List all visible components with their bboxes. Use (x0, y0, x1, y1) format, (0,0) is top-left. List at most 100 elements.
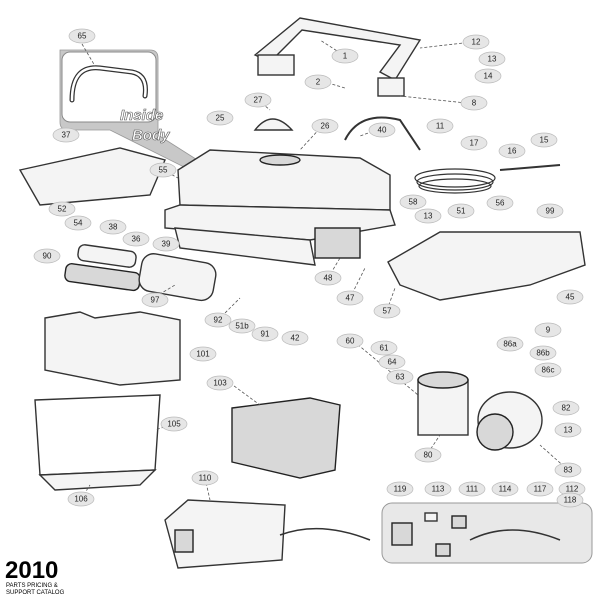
callout-inside-text: Inside (120, 107, 163, 124)
part-label: 25 (206, 110, 234, 126)
svg-text:40: 40 (378, 126, 387, 135)
side-plate-left-part (18, 147, 166, 206)
svg-text:64: 64 (388, 358, 397, 367)
svg-text:48: 48 (324, 274, 333, 283)
part-label: 114 (491, 481, 519, 497)
catalog-badge: 2010 PARTS PRICING & SUPPORT CATALOG (5, 557, 65, 596)
part-label: 118 (556, 492, 584, 508)
part-label: 48 (314, 270, 342, 286)
part-label: 112 (558, 481, 586, 497)
svg-text:37: 37 (62, 131, 71, 140)
svg-text:38: 38 (109, 223, 118, 232)
svg-text:36: 36 (132, 235, 141, 244)
part-label: 105 (160, 416, 188, 432)
svg-text:26: 26 (321, 122, 330, 131)
handle-part (253, 17, 422, 97)
part-label: 37 (52, 127, 80, 143)
part-label: 26 (311, 118, 339, 134)
svg-text:80: 80 (424, 451, 433, 460)
svg-text:45: 45 (566, 293, 575, 302)
brush-parts (64, 244, 217, 302)
svg-text:56: 56 (496, 199, 505, 208)
svg-text:106: 106 (74, 495, 88, 504)
svg-text:27: 27 (254, 96, 263, 105)
svg-text:13: 13 (424, 212, 433, 221)
part-label: 1 (331, 48, 359, 64)
part-label: 57 (373, 303, 401, 319)
part-label: 40 (368, 122, 396, 138)
catalog-subtitle-line2: SUPPORT CATALOG (6, 590, 65, 596)
part-label: 113 (424, 481, 452, 497)
svg-text:86a: 86a (503, 340, 517, 349)
svg-text:39: 39 (162, 240, 171, 249)
part-label: 56 (486, 195, 514, 211)
part-label: 111 (458, 481, 486, 497)
catalog-year: 2010 (5, 557, 58, 584)
svg-text:63: 63 (396, 373, 405, 382)
catalog-subtitle-line1: PARTS PRICING & (6, 583, 58, 589)
part-label: 60 (336, 333, 364, 349)
power-cord-part (344, 116, 561, 194)
accessory-panel (381, 502, 593, 564)
part-label: 83 (554, 462, 582, 478)
svg-text:12: 12 (472, 38, 481, 47)
part-label: 80 (414, 447, 442, 463)
svg-text:65: 65 (78, 32, 87, 41)
svg-text:58: 58 (409, 198, 418, 207)
part-label: 101 (189, 346, 217, 362)
part-label: 27 (244, 92, 272, 108)
part-label: 106 (67, 491, 95, 507)
filter-basket-part (231, 397, 341, 479)
part-label: 86c (534, 362, 562, 378)
svg-text:105: 105 (167, 420, 181, 429)
part-label: 51b (228, 318, 256, 334)
part-label: 12 (462, 34, 490, 50)
track-assembly-right-part (387, 231, 586, 301)
svg-text:14: 14 (484, 72, 493, 81)
svg-text:91: 91 (261, 330, 270, 339)
part-label: 51 (447, 203, 475, 219)
part-label: 86a (496, 336, 524, 352)
svg-text:2: 2 (316, 78, 321, 87)
part-label: 45 (556, 289, 584, 305)
motor-body-part (164, 149, 396, 266)
svg-text:61: 61 (380, 344, 389, 353)
svg-text:8: 8 (472, 99, 477, 108)
svg-text:82: 82 (562, 404, 571, 413)
part-label: 47 (336, 290, 364, 306)
power-supply-part (164, 499, 371, 569)
svg-text:55: 55 (159, 166, 168, 175)
svg-text:13: 13 (564, 426, 573, 435)
svg-text:54: 54 (74, 219, 83, 228)
svg-text:114: 114 (499, 485, 512, 494)
drive-motor-part (417, 371, 543, 451)
svg-text:99: 99 (546, 207, 555, 216)
part-label: 13 (554, 422, 582, 438)
part-label: 52 (48, 201, 76, 217)
part-label: 61 (370, 340, 398, 356)
svg-text:57: 57 (383, 307, 392, 316)
part-label: 36 (122, 231, 150, 247)
part-label: 8 (460, 95, 488, 111)
part-labels: 65 1 12 13 14 2 8 27 25 37 26 40 11 17 1… (33, 28, 586, 508)
svg-text:25: 25 (216, 114, 225, 123)
part-label: 65 (68, 28, 96, 44)
svg-text:51: 51 (457, 207, 466, 216)
part-label: 54 (64, 215, 92, 231)
svg-text:119: 119 (394, 485, 407, 494)
svg-text:15: 15 (540, 136, 549, 145)
part-label: 86b (529, 345, 557, 361)
part-label: 13 (414, 208, 442, 224)
svg-text:52: 52 (58, 205, 67, 214)
part-label: 92 (204, 312, 232, 328)
part-label: 103 (206, 375, 234, 391)
part-label: 110 (191, 470, 219, 486)
svg-text:16: 16 (508, 147, 517, 156)
part-label: 2 (304, 74, 332, 90)
svg-text:1: 1 (343, 52, 348, 61)
svg-text:47: 47 (346, 294, 355, 303)
part-label: 82 (552, 400, 580, 416)
float-part (253, 118, 294, 131)
part-label: 16 (498, 143, 526, 159)
